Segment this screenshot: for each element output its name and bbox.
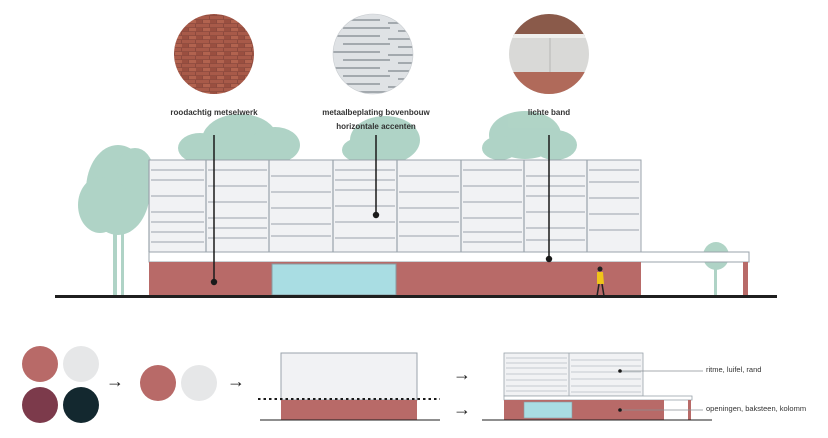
mini-metal-cladding (503, 352, 644, 397)
ground-line (55, 295, 777, 298)
annotation-dot-bottom (618, 408, 622, 412)
annotation-bottom: openingen, baksteen, kolomm (706, 404, 807, 413)
color-circle-grey (63, 346, 99, 382)
leader-lines (213, 135, 550, 282)
mini-canopy (503, 395, 693, 401)
leader-dot-metal (372, 211, 380, 219)
arrow-2-icon: → (227, 371, 245, 391)
label-band: lichte band (527, 108, 571, 117)
label-metal-line2: horizontale accenten (336, 122, 416, 131)
light-band (148, 251, 750, 263)
mini-cladding-frame (503, 352, 644, 397)
tree-center-left-icon (178, 114, 300, 166)
tree-group (78, 111, 729, 296)
color-circle-grey-selected (181, 365, 217, 401)
label-brick: roodachtig metselwerk (170, 108, 258, 117)
tree-center-icon (342, 116, 420, 164)
glass-window (271, 263, 397, 296)
tree-right-icon (482, 111, 577, 160)
annotation-top: ritme, luifel, rand (706, 365, 762, 374)
material-swatch-band (509, 14, 589, 94)
color-circle-navy (63, 387, 99, 423)
metal-cladding-upper (148, 159, 642, 253)
material-swatch-metal (333, 14, 413, 94)
color-circle-brick-selected (140, 365, 176, 401)
leader-dot-band (545, 255, 553, 263)
arrow-1-icon: → (106, 371, 124, 391)
tree-left-icon (78, 145, 153, 296)
arrow-3-icon: → (453, 364, 471, 384)
column (743, 262, 748, 297)
volume-upper-block (280, 352, 418, 401)
color-circle-burgundy (22, 387, 58, 423)
leader-dot-brick (210, 278, 218, 286)
material-swatch-brick (174, 14, 254, 94)
annotation-dot-top (618, 369, 622, 373)
person-icon (596, 266, 605, 297)
color-circle-brick (22, 346, 58, 382)
volume-base-block (281, 400, 417, 420)
label-metal-line1: metaalbeplating bovenbouw (322, 108, 430, 117)
tree-small-right-icon (703, 242, 729, 296)
label-metal: metaalbeplating bovenbouw horizontale ac… (322, 106, 430, 134)
mini-glass-window (523, 401, 573, 419)
arrow-4-icon: → (453, 399, 471, 419)
